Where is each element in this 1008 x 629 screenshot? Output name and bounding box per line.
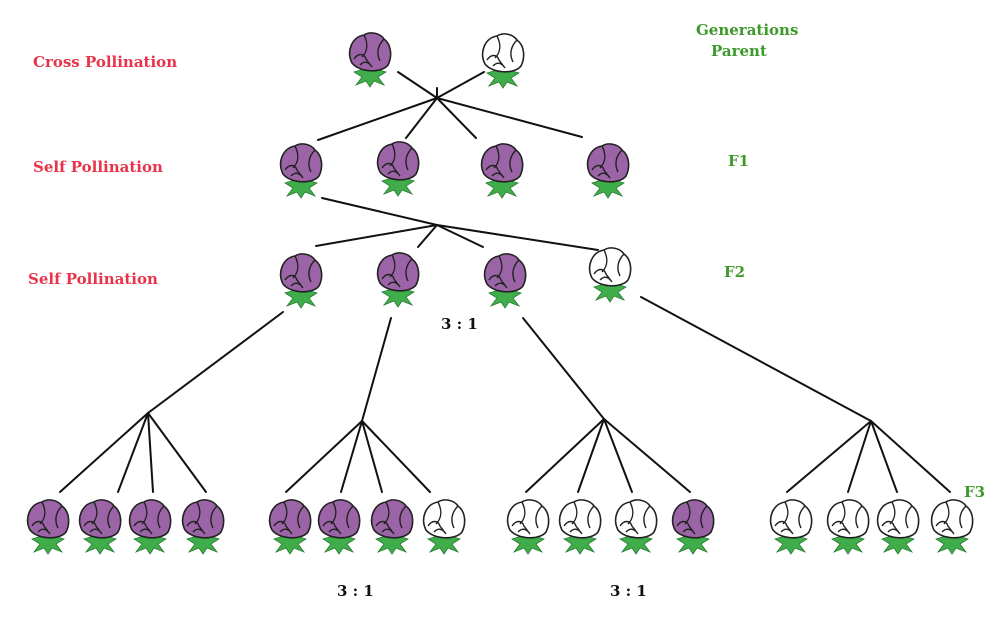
f1-generation-label: F1 (728, 152, 750, 170)
f3-stem-4 (640, 296, 872, 422)
parent-purple-branch (397, 71, 438, 99)
f2-purple-flower-3 (483, 253, 527, 309)
cross-pollination-label: Cross Pollination (33, 53, 178, 71)
f3-group4-white-flower-2 (826, 499, 870, 555)
f3-group4-white-flower-4 (930, 499, 974, 555)
f3-group3-white-flower-3 (614, 499, 658, 555)
f3-group4-branch-1 (786, 420, 872, 493)
f2-purple-flower-2 (376, 252, 420, 308)
f2-white-flower-4 (588, 247, 632, 303)
f3-group1-purple-flower-1 (26, 499, 70, 555)
f3-group2-white-flower-4 (422, 499, 466, 555)
parent-white-flower (481, 33, 525, 89)
f3-group1-branch-4 (147, 412, 207, 493)
f1-branch-3 (436, 97, 477, 139)
f3-generation-label: F3 (964, 483, 986, 501)
f2-ratio-label: 3 : 1 (441, 315, 478, 333)
f1-purple-flower-1 (279, 143, 323, 199)
f3-group1-purple-flower-2 (78, 499, 122, 555)
f3-group4-white-flower-1 (769, 499, 813, 555)
f2-branch-3 (436, 224, 484, 248)
f3-group2-branch-2 (340, 420, 363, 493)
f3-group3-white-flower-2 (558, 499, 602, 555)
f3-group2-branch-4 (361, 420, 431, 493)
f1-purple-flower-2 (376, 141, 420, 197)
self-pollination-label-f2: Self Pollination (28, 270, 158, 288)
f3-group2-purple-flower-2 (317, 499, 361, 555)
f2-purple-flower-1 (279, 253, 323, 309)
f2-branch-1 (315, 224, 438, 247)
f3-group2-purple-flower-3 (370, 499, 414, 555)
f1-self-line (321, 197, 438, 226)
f3-ratio-label-1: 3 : 1 (337, 582, 374, 600)
f3-group3-purple-flower-4 (671, 499, 715, 555)
f3-group4-white-flower-3 (876, 499, 920, 555)
self-pollination-label-f1: Self Pollination (33, 158, 163, 176)
parent-purple-flower (348, 32, 392, 88)
parent-generation-label: Parent (711, 42, 767, 60)
f3-ratio-label-2: 3 : 1 (610, 582, 647, 600)
parent-white-branch (436, 71, 485, 99)
f3-group2-branch-1 (285, 420, 363, 493)
f3-group2-branch-3 (361, 420, 383, 493)
f3-group2-purple-flower-1 (268, 499, 312, 555)
f3-group3-branch-3 (603, 418, 633, 493)
f1-purple-flower-4 (586, 143, 630, 199)
f3-stem-1 (147, 311, 284, 414)
f3-group1-branch-1 (59, 412, 149, 493)
f3-group4-branch-4 (870, 420, 951, 493)
f3-group4-branch-2 (847, 420, 872, 493)
f3-stem-2 (361, 317, 392, 422)
f3-group3-white-flower-1 (506, 499, 550, 555)
f3-stem-3 (522, 317, 605, 420)
f1-purple-flower-3 (480, 143, 524, 199)
f2-branch-2 (417, 224, 438, 248)
f2-branch-4 (436, 224, 599, 251)
f3-group1-purple-flower-4 (181, 499, 225, 555)
f3-group1-branch-2 (117, 412, 149, 493)
f1-branch-2 (405, 97, 438, 139)
generations-heading: Generations (696, 21, 799, 39)
f1-branch-4 (436, 97, 583, 138)
f3-group3-branch-4 (603, 418, 691, 493)
f1-branch-1 (317, 97, 438, 141)
f3-group1-branch-3 (147, 412, 154, 493)
f3-group3-branch-2 (577, 418, 605, 493)
f3-group1-purple-flower-3 (128, 499, 172, 555)
f2-generation-label: F2 (724, 263, 746, 281)
f3-group4-branch-3 (870, 420, 898, 493)
f3-group3-branch-1 (525, 418, 605, 493)
